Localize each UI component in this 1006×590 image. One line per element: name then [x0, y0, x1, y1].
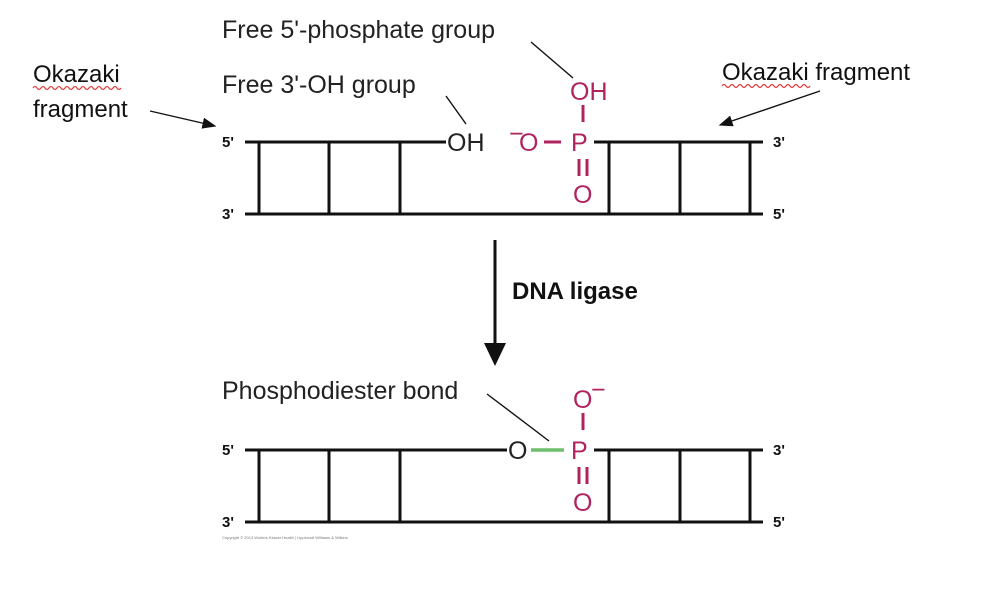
phosphodiester-leader — [486, 393, 550, 442]
ligated-top-3prime-right: 3' — [773, 442, 785, 459]
phosphodiester-label: Phosphodiester bond — [222, 377, 458, 405]
okazaki-left-arrow — [149, 110, 217, 129]
phosphate-oh: OH — [570, 78, 608, 106]
bottom-strand-3prime-left: 3' — [222, 206, 234, 223]
ligated-top-5prime-left: 5' — [222, 442, 234, 459]
okazaki-left-label-line1: Okazaki — [33, 61, 120, 88]
free-3prime-oh: OH — [447, 129, 485, 157]
top-strand-5prime-left: 5' — [222, 134, 234, 151]
reaction-arrow-head — [484, 343, 506, 366]
bottom-strand-5prime-right: 5' — [773, 206, 785, 223]
spellcheck-squiggle-right — [721, 83, 811, 89]
bridging-oxygen: O — [508, 437, 527, 465]
copyright-text: Copyright © 2013 Wolters Kluwer Health |… — [222, 535, 348, 540]
okazaki-right-arrow — [718, 90, 821, 127]
free-phosphate-leader — [530, 41, 574, 79]
okazaki-left-label-line2: fragment — [33, 96, 128, 123]
ligated-double-o: O — [573, 489, 592, 517]
okazaki-right-label: Okazaki fragment — [722, 59, 910, 86]
phosphorus-atom: P — [571, 129, 588, 157]
top-strand-3prime-right: 3' — [773, 134, 785, 151]
ligated-top-oxygen: O — [573, 386, 592, 414]
ligated-bottom-3prime-left: 3' — [222, 514, 234, 531]
free-oh-label: Free 3'-OH group — [222, 71, 416, 99]
ligated-phosphorus: P — [571, 437, 588, 465]
free-oh-leader — [445, 95, 467, 125]
phosphate-double-o: O — [573, 181, 592, 209]
spellcheck-squiggle-left — [32, 85, 122, 91]
phosphate-o-minus-sign: − — [509, 120, 524, 148]
enzyme-label: DNA ligase — [512, 278, 638, 305]
free-phosphate-label: Free 5'-phosphate group — [222, 16, 495, 44]
phosphate-o-minus: O — [519, 129, 538, 157]
ligated-bottom-5prime-right: 5' — [773, 514, 785, 531]
ligated-top-minus: − — [591, 376, 606, 404]
